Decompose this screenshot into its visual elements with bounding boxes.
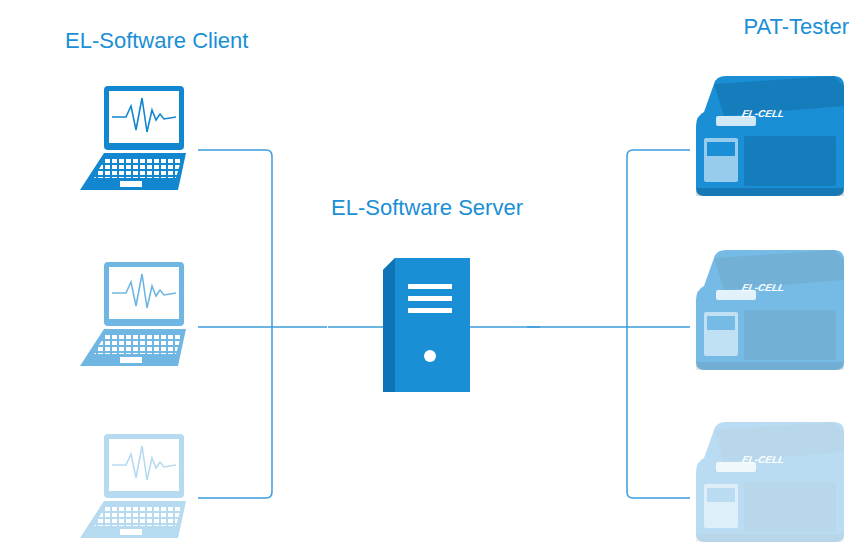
group-box: PAT-Tester <box>627 14 849 546</box>
server-icon <box>383 258 470 392</box>
network-line <box>272 327 327 328</box>
device-logo: EL-CELL <box>741 454 785 465</box>
group-label: EL-Software Server <box>331 195 523 221</box>
device-logo: EL-CELL <box>741 108 785 119</box>
group-box: EL-Software Server <box>327 195 527 400</box>
group-label: PAT-Tester <box>743 14 849 40</box>
group-label: EL-Software Client <box>65 28 248 54</box>
bracket-wires <box>198 150 690 498</box>
network-line <box>527 327 627 328</box>
device-logo: EL-CELL <box>741 282 785 293</box>
group-box: EL-Software Client <box>65 28 272 546</box>
